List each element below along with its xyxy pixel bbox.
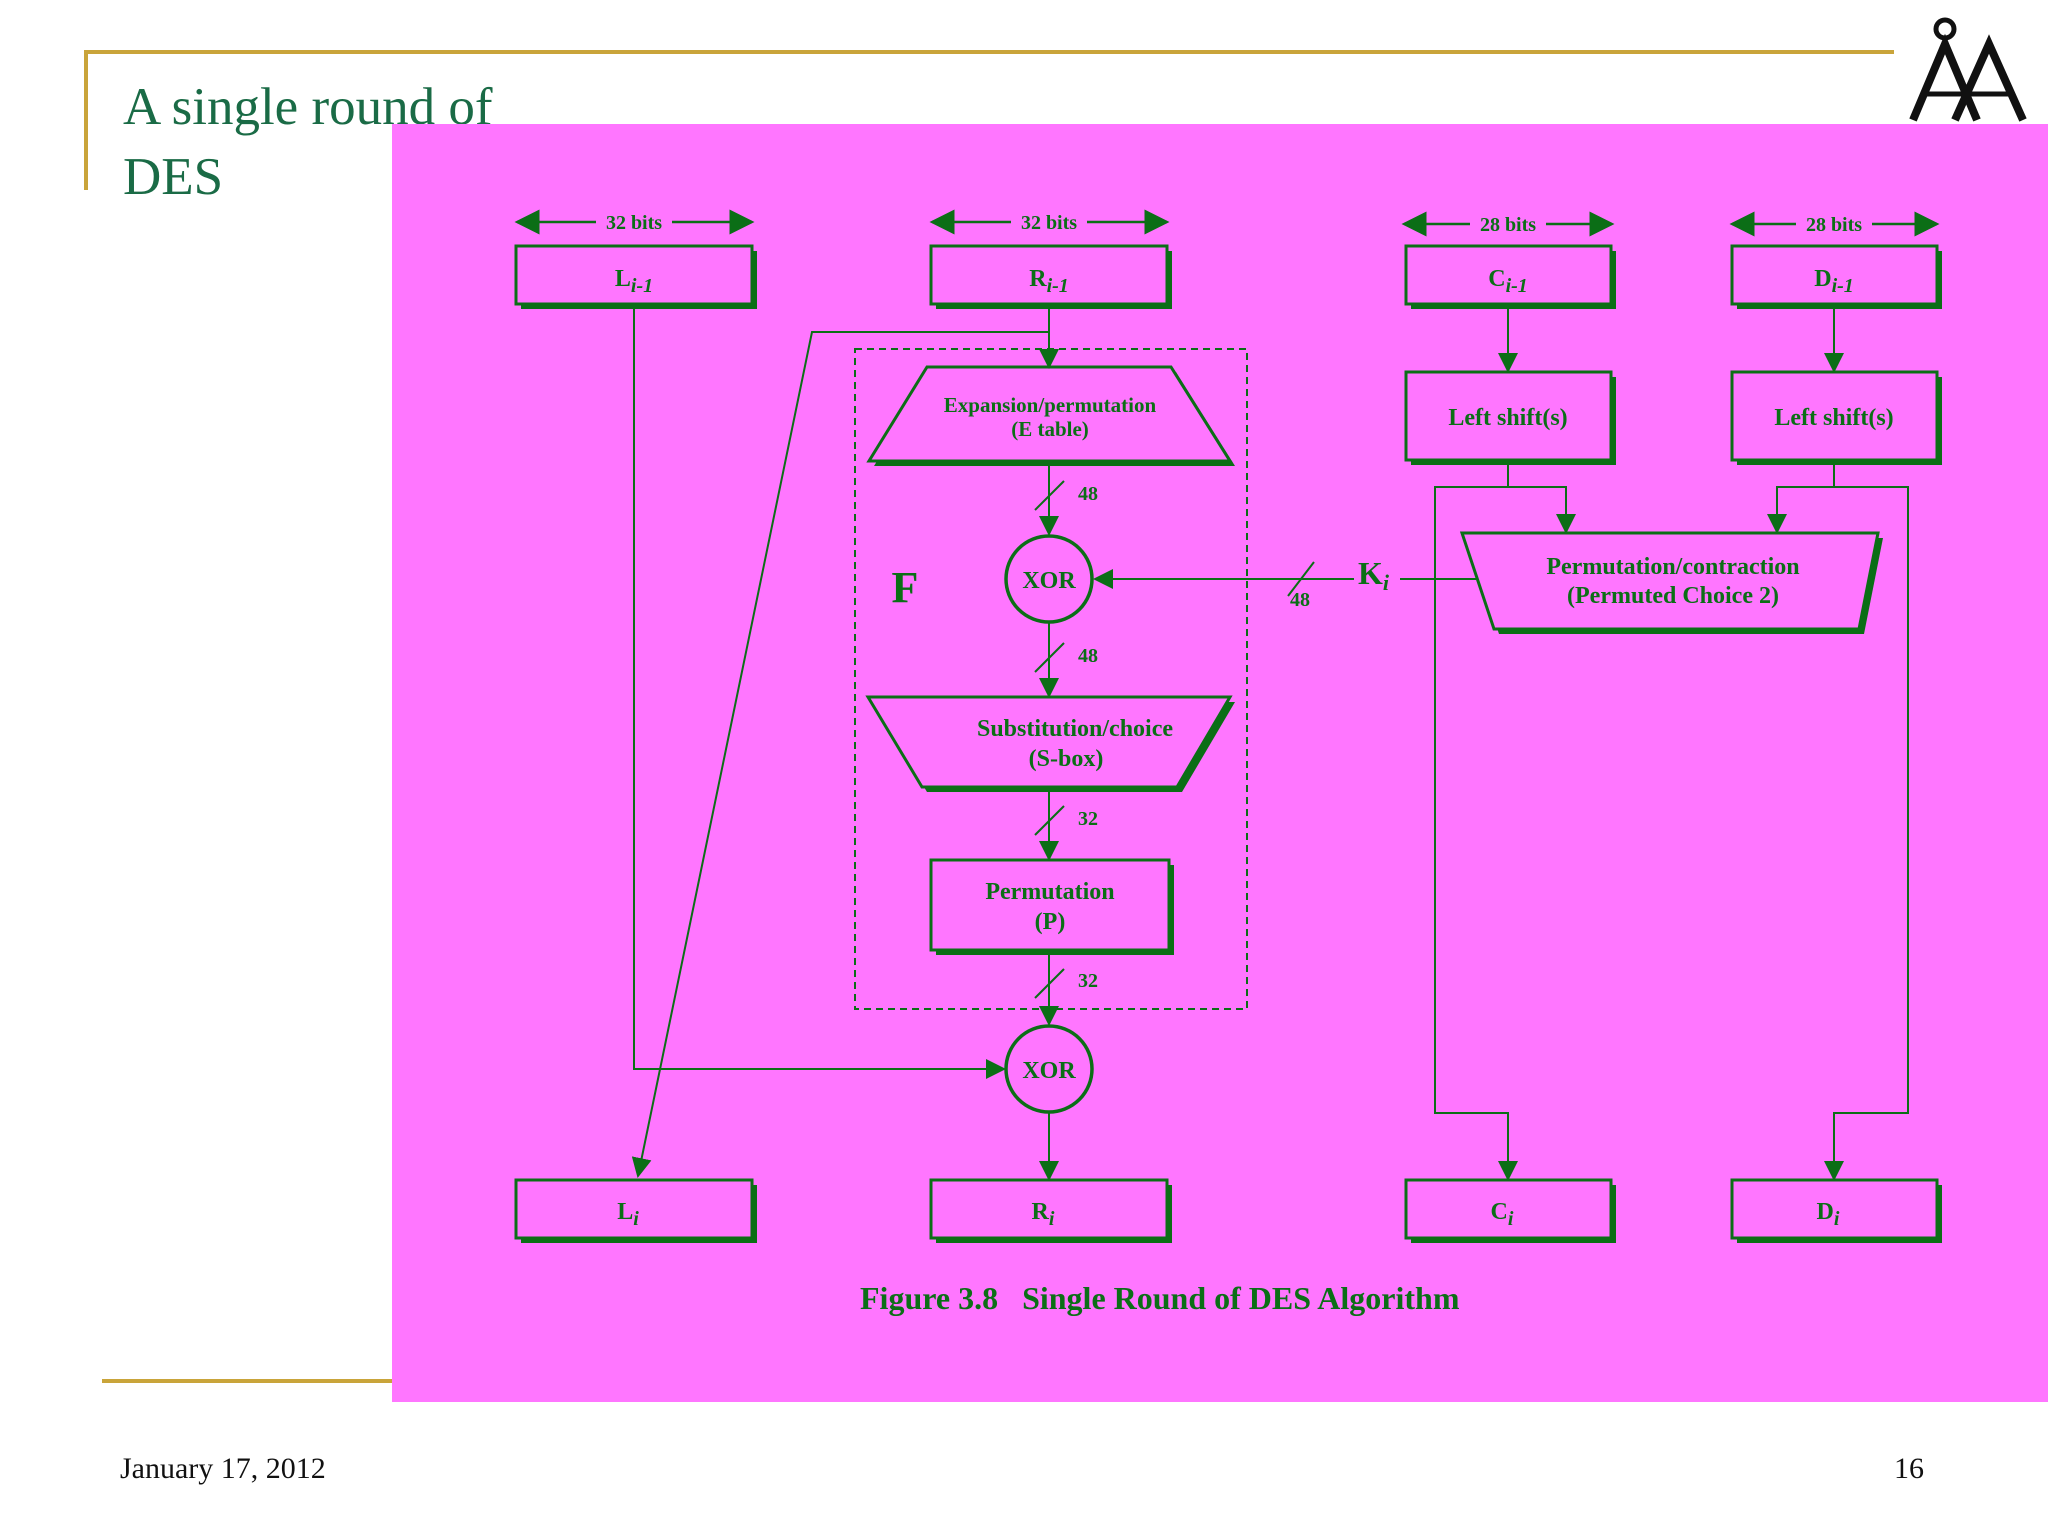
permutation-line2: (P)	[1035, 909, 1066, 935]
d-left-shift-label: Left shift(s)	[1774, 405, 1893, 431]
caption-figure-number: Figure 3.8	[860, 1280, 998, 1316]
c-prev-label: C	[1488, 266, 1505, 292]
r-prev-box: Ri-1	[929, 244, 1172, 309]
r-next-subscript: i	[1049, 1208, 1055, 1230]
bits-after-sbox: 32	[1078, 808, 1098, 830]
title-left-rule	[84, 50, 88, 190]
connector-lines	[631, 309, 1909, 1181]
title-top-rule	[84, 50, 1894, 54]
d-prev-box: Di-1	[1730, 244, 1942, 309]
svg-text:Ki: Ki	[1358, 555, 1390, 595]
c-prev-box: Ci-1	[1404, 244, 1616, 309]
output-xor-label: XOR	[1022, 1058, 1076, 1084]
expansion-permutation-box: Expansion/permutation (E table)	[866, 365, 1235, 466]
d-prev-label: D	[1814, 266, 1831, 292]
output-xor-node: XOR	[1004, 1024, 1094, 1114]
slide-title: A single round of DES	[123, 78, 493, 206]
r-prev-label: R	[1029, 266, 1047, 292]
r-next-label: R	[1032, 1199, 1050, 1225]
tick-after-permutation	[1034, 968, 1065, 999]
width-indicator-c-prev: 28 bits	[1401, 210, 1615, 237]
c-next-subscript: i	[1508, 1208, 1514, 1230]
c-next-box: Ci	[1404, 1178, 1616, 1243]
footer-date: January 17, 2012	[120, 1452, 326, 1485]
bits-after-expansion: 48	[1078, 483, 1098, 505]
bit-width-ticks	[1034, 480, 1315, 999]
width-indicator-d-prev: 28 bits	[1729, 210, 1940, 237]
width-label-l-prev: 32 bits	[606, 212, 662, 234]
svg-text:Ri: Ri	[1032, 1199, 1055, 1230]
tick-after-sbox	[1034, 805, 1065, 836]
d-left-shift-box: Left shift(s)	[1730, 370, 1942, 465]
bits-key-line: 48	[1290, 589, 1310, 611]
pc2-line1: Permutation/contraction	[1546, 554, 1799, 580]
c-left-shift-label: Left shift(s)	[1448, 405, 1567, 431]
key-label: K	[1358, 555, 1383, 591]
width-indicator-r-prev: 32 bits	[929, 208, 1170, 235]
l-next-subscript: i	[633, 1208, 639, 1230]
sbox-line2: (S-box)	[1029, 746, 1104, 772]
footer-page-number: 16	[1894, 1452, 1924, 1485]
tick-after-xor	[1034, 642, 1065, 673]
permutation-line1: Permutation	[985, 879, 1114, 905]
des-round-diagram: F 32 bits 32 bits 28 bits 28 bits	[392, 124, 2048, 1402]
c-shift-to-pc2-line	[1508, 486, 1576, 534]
svg-text:Di-1: Di-1	[1814, 266, 1854, 297]
c-shift-to-c-next-line	[1434, 460, 1518, 1181]
width-label-r-prev: 32 bits	[1021, 212, 1077, 234]
l-next-box: Li	[514, 1178, 757, 1243]
d-next-subscript: i	[1834, 1208, 1840, 1230]
permutation-p-box: Permutation (P)	[929, 858, 1174, 955]
svg-text:Li: Li	[617, 1199, 639, 1230]
d-next-box: Di	[1730, 1178, 1942, 1243]
width-indicator-l-prev: 32 bits	[514, 208, 755, 235]
svg-text:Ci-1: Ci-1	[1488, 266, 1528, 297]
expansion-line2: (E table)	[1011, 417, 1089, 441]
c-prev-subscript: i-1	[1506, 275, 1528, 297]
svg-text:Di: Di	[1817, 1199, 1840, 1230]
bits-after-permutation: 32	[1078, 970, 1098, 992]
svg-text:Ri-1: Ri-1	[1029, 266, 1069, 297]
expansion-line1: Expansion/permutation	[944, 393, 1157, 417]
des-round-diagram-svg: F 32 bits 32 bits 28 bits 28 bits	[514, 208, 1942, 1316]
l-prev-box: Li-1	[514, 244, 757, 309]
d-next-label: D	[1817, 1199, 1834, 1225]
pc2-line2: (Permuted Choice 2)	[1567, 583, 1779, 609]
bits-after-xor: 48	[1078, 645, 1098, 667]
r-prev-to-l-next-line	[631, 331, 1049, 1178]
width-label-c-prev: 28 bits	[1480, 214, 1536, 236]
footer-rule	[102, 1379, 402, 1383]
svg-text:Ci: Ci	[1491, 1199, 1514, 1230]
width-label-d-prev: 28 bits	[1806, 214, 1862, 236]
key-subscript: i	[1383, 570, 1390, 595]
c-next-label: C	[1491, 1199, 1508, 1225]
f-xor-node: XOR	[1004, 534, 1094, 624]
permuted-choice-2-box: Permutation/contraction (Permuted Choice…	[1459, 531, 1883, 634]
l-prev-label: L	[615, 266, 631, 292]
c-left-shift-box: Left shift(s)	[1404, 370, 1616, 465]
l-next-label: L	[617, 1199, 633, 1225]
svg-text:Li-1: Li-1	[615, 266, 653, 297]
r-prev-subscript: i-1	[1047, 275, 1069, 297]
d-prev-subscript: i-1	[1832, 275, 1854, 297]
d-shift-to-d-next-line	[1824, 460, 1909, 1181]
r-next-box: Ri	[929, 1178, 1172, 1243]
f-xor-label: XOR	[1022, 568, 1076, 594]
l-prev-subscript: i-1	[631, 275, 653, 297]
key-label-backdrop	[1354, 552, 1400, 594]
f-function-label: F	[892, 563, 919, 612]
tick-key-line	[1287, 561, 1315, 597]
d-shift-to-pc2-line	[1767, 486, 1834, 534]
caption-title: Single Round of DES Algorithm	[1022, 1280, 1460, 1316]
sbox-line1: Substitution/choice	[977, 716, 1173, 742]
sbox-box: Substitution/choice (S-box)	[865, 695, 1235, 792]
aa-monogram-icon	[1909, 17, 2027, 122]
tick-after-expansion	[1034, 480, 1065, 511]
l-prev-to-xor-line	[633, 309, 1006, 1079]
